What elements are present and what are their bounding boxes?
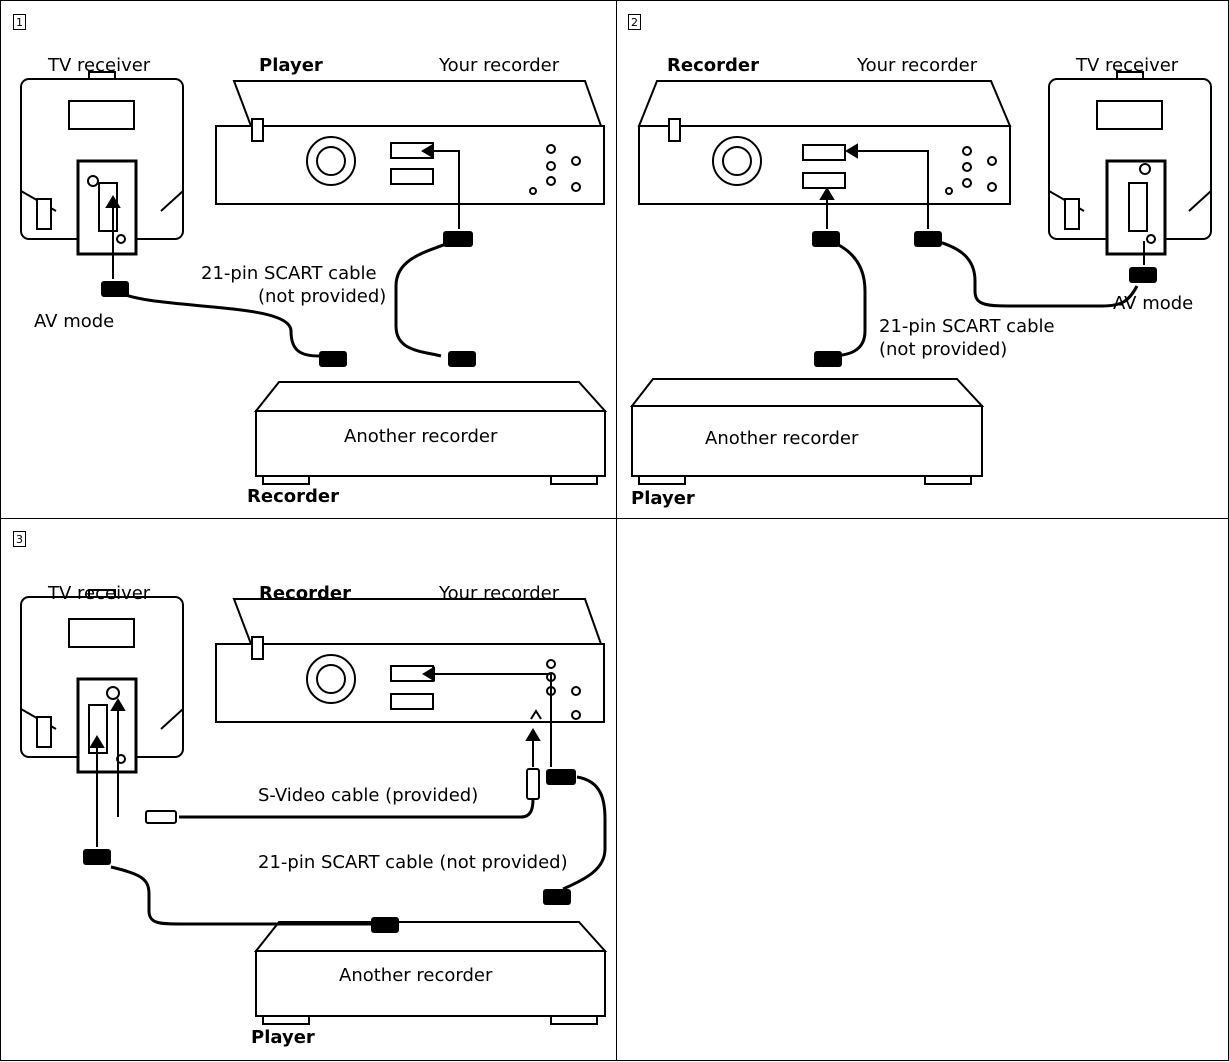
- scart-cable-label: 21-pin SCART cable: [879, 316, 1055, 337]
- scart-cable-recorders: [562, 775, 607, 891]
- scart-cable-recorders: [823, 237, 867, 358]
- another-recorder: [629, 378, 985, 485]
- scart-cable-tv: [928, 237, 1139, 308]
- your-recorder: [637, 80, 1012, 205]
- scart-cable-tv: [110, 865, 371, 926]
- panel-4-empty: [616, 518, 1229, 1061]
- av-mode-label: AV mode: [34, 311, 115, 332]
- player-label: Player: [631, 488, 695, 509]
- scart-cable-recorders: [394, 237, 460, 358]
- tv-receiver-label: TV receiver: [48, 55, 151, 76]
- scart-cable-label: 21-pin SCART cable (not provided): [258, 852, 568, 873]
- your-recorder-label: Your recorder: [439, 583, 560, 604]
- scart-cable-tv: [115, 289, 320, 358]
- another-recorder-label: Another recorder: [705, 428, 859, 449]
- signal-arrows: [89, 666, 552, 847]
- recorder-label: Recorder: [259, 583, 351, 604]
- another-recorder-label: Another recorder: [344, 426, 498, 447]
- another-recorder-label: Another recorder: [339, 965, 493, 986]
- panel-number: 3: [13, 531, 26, 547]
- connector-plugs: [83, 768, 576, 933]
- panel-number: 2: [628, 14, 641, 30]
- player-label: Player: [259, 55, 323, 76]
- svideo-cable-label: S-Video cable (provided): [258, 785, 479, 806]
- av-mode-label: AV mode: [1113, 293, 1194, 314]
- not-provided-label: (not provided): [879, 339, 1008, 360]
- panel-1-diagram: [20, 71, 608, 485]
- your-recorder: [215, 598, 605, 723]
- signal-arrows: [819, 143, 1145, 265]
- scart-plugs: [812, 231, 1157, 367]
- scart-cable-label: 21-pin SCART cable: [201, 263, 377, 284]
- panel-number: 1: [13, 14, 26, 30]
- your-recorder: [215, 80, 605, 205]
- scart-plugs: [101, 231, 476, 367]
- panel-1: 1 TV receiver Player Your recorder 21-pi…: [0, 0, 617, 519]
- tv-receiver: [20, 71, 184, 256]
- panel-3-diagram: [20, 589, 608, 1025]
- recorder-label: Recorder: [667, 55, 759, 76]
- your-recorder-label: Your recorder: [857, 55, 978, 76]
- your-recorder-label: Your recorder: [439, 55, 560, 76]
- panel-2-diagram: [629, 71, 1212, 485]
- signal-arrows: [105, 143, 460, 279]
- tv-receiver-label: TV receiver: [1076, 55, 1179, 76]
- recorder-label: Recorder: [247, 486, 339, 507]
- tv-receiver-label: TV receiver: [48, 583, 151, 604]
- player-label: Player: [251, 1027, 315, 1048]
- another-recorder: [253, 381, 608, 485]
- tv-receiver: [20, 589, 184, 774]
- panel-2: 2 Recorder Your recorder TV receiver AV …: [616, 0, 1229, 519]
- another-recorder: [253, 921, 608, 1025]
- not-provided-label: (not provided): [258, 286, 387, 307]
- panel-3: 3 TV receiver Recorder Your recorder S-V…: [0, 518, 617, 1061]
- tv-receiver: [1048, 71, 1212, 256]
